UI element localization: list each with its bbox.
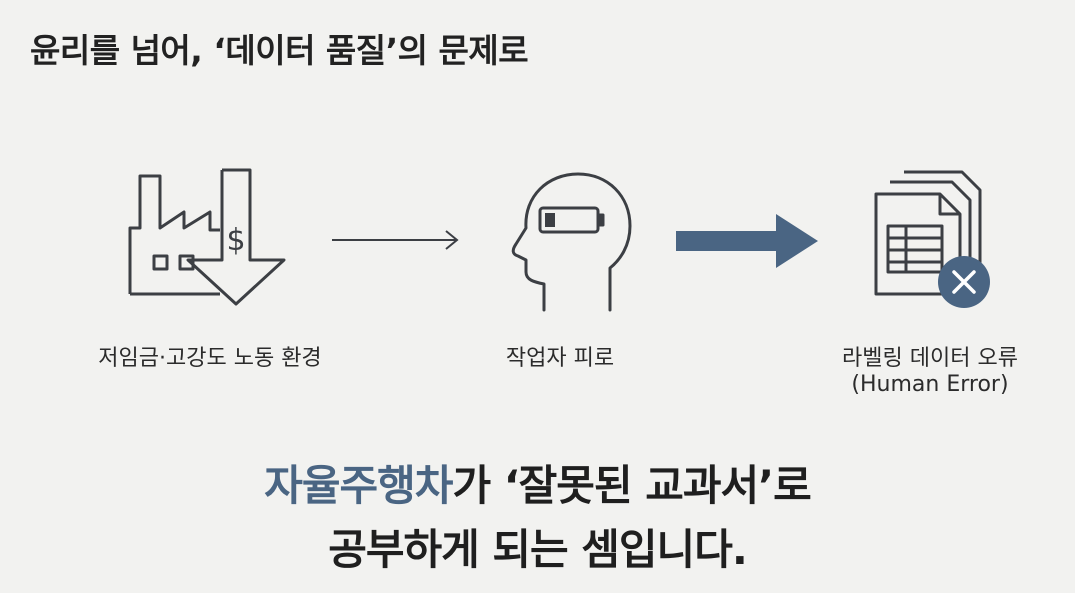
- step-label-worker-fatigue: 작업자 피로: [505, 346, 615, 371]
- conclusion-line-2: 공부하게 되는 셈입니다.: [328, 525, 748, 574]
- thin-arrow-icon: [332, 230, 459, 250]
- svg-text:$: $: [226, 223, 245, 258]
- page-title: 윤리를 넘어, ‘데이터 품질’의 문제로: [30, 31, 529, 70]
- conclusion-line-1: 자율주행차가 ‘잘못된 교과서’로: [0, 452, 1075, 513]
- step-sublabel-human-error: (Human Error): [851, 372, 1009, 397]
- thick-arrow-icon: [676, 214, 818, 268]
- document-stack-error-icon: [874, 170, 990, 308]
- conclusion-highlight: 자율주행차: [264, 461, 453, 510]
- step-label-working-conditions: 저임금·고강도 노동 환경: [98, 346, 322, 371]
- head-low-battery-icon: [511, 172, 632, 312]
- conclusion-line-1-rest: 가 ‘잘못된 교과서’로: [452, 461, 811, 510]
- step-label-labeling-errors: 라벨링 데이터 오류: [842, 346, 1018, 371]
- factory-dollar-down-icon: $: [128, 168, 286, 306]
